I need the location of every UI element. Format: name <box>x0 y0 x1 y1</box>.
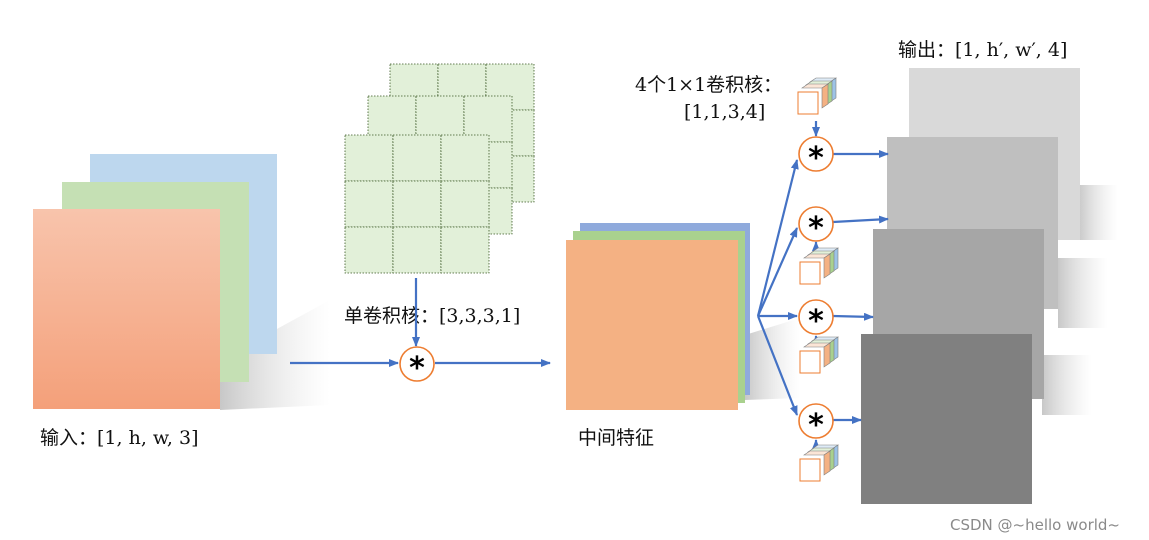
pointwise-kernel-1 <box>797 77 837 115</box>
kernel-cell <box>440 226 490 274</box>
op3-to-output-arrow <box>832 312 874 321</box>
pointwise-op-2: * <box>798 206 834 246</box>
single-kernel-label: 单卷积核：[3,3,3,1] <box>344 305 520 327</box>
pointwise-op-3-symbol: * <box>808 304 824 339</box>
pointwise-kernel-4 <box>799 444 839 482</box>
input-channel-red <box>33 209 220 409</box>
pointwise-op-4-symbol: * <box>808 408 824 443</box>
kernel-channel-1 <box>344 134 490 274</box>
kernel-cell <box>392 180 442 228</box>
mini-kernel-front <box>799 458 821 482</box>
mini-kernel-side <box>823 342 831 368</box>
kernel-cell <box>392 134 442 182</box>
mini-kernel-front <box>799 261 821 285</box>
mini-kernel-side <box>823 450 831 476</box>
kernel-cell <box>463 95 513 143</box>
pointwise-op-1-symbol: * <box>808 141 824 176</box>
mini-kernel-front <box>797 91 819 115</box>
pointwise-op-1: * <box>798 136 834 176</box>
pointwise-kernels-label-line1: 4个1×1卷积核： <box>635 74 782 96</box>
pointwise-op-4: * <box>798 403 834 443</box>
output-shadow-3 <box>1042 355 1092 415</box>
pointwise-branches: * * * * <box>756 77 889 482</box>
single-kernel <box>344 63 535 274</box>
kernel-cell <box>344 180 394 228</box>
output-map-4 <box>861 334 1032 504</box>
depthwise-conv-operator <box>399 346 435 382</box>
fanout-arrow-2 <box>756 227 799 317</box>
fanout-arrow-1 <box>756 159 799 317</box>
fanout-arrow-4 <box>756 315 799 416</box>
intermediate-feature <box>566 223 800 410</box>
op2-to-output-arrow <box>832 215 889 224</box>
mini-kernel-side <box>821 83 829 109</box>
input-shadow <box>220 300 330 410</box>
kernel-cell <box>440 180 490 228</box>
input-label: 输入：[1, h, w, 3] <box>40 427 199 449</box>
intermediate-channel-red <box>566 240 738 410</box>
output-shadow-2 <box>1058 258 1108 328</box>
kernel-cell <box>367 95 417 143</box>
output-shadow-1 <box>1078 185 1118 240</box>
depthwise-conv-symbol: * <box>409 351 425 386</box>
kernel-cell <box>392 226 442 274</box>
pointwise-op-2-symbol: * <box>808 211 824 246</box>
mini-kernel-front <box>799 350 821 374</box>
output-tensor <box>861 68 1118 504</box>
kernel-cell <box>344 134 394 182</box>
pointwise-op-3: * <box>798 299 834 339</box>
input-tensor <box>33 154 330 410</box>
pointwise-kernel-3 <box>799 336 839 374</box>
kernel-cell <box>344 226 394 274</box>
kernel-cell <box>440 134 490 182</box>
watermark: CSDN @~hello world~ <box>950 516 1120 534</box>
pointwise-kernel-2 <box>799 247 839 285</box>
kernel-cell <box>415 95 465 143</box>
pointwise-kernels-label-line2: [1,1,3,4] <box>684 101 765 123</box>
intermediate-shadow <box>745 318 800 400</box>
intermediate-label: 中间特征 <box>578 427 654 449</box>
output-label: 输出：[1, h′, w′, 4] <box>898 39 1067 61</box>
mini-kernel-side <box>823 253 831 279</box>
